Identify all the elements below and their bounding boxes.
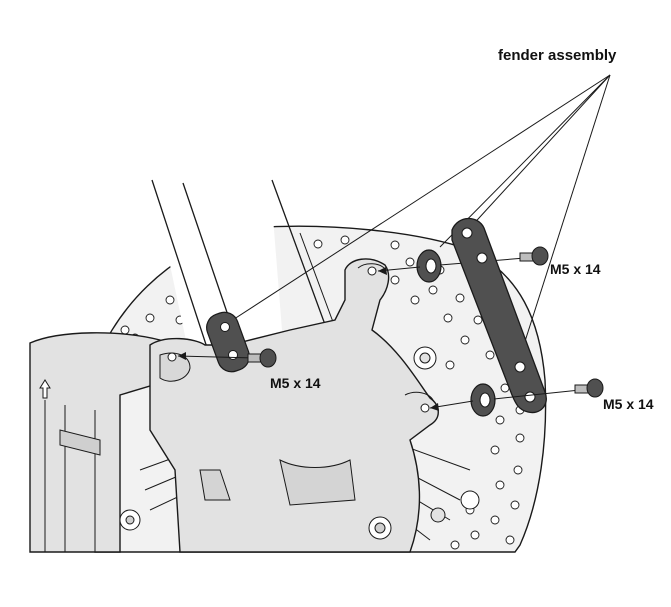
bolt-lower-right [574, 378, 604, 398]
mount-hole-lower [420, 403, 430, 413]
arrow-mark-icon [39, 379, 51, 399]
bolt-left [177, 348, 277, 368]
bolt-left-label: M5 x 14 [270, 375, 321, 391]
mount-hole-left [167, 352, 177, 362]
fender-bracket [451, 217, 547, 414]
bolt-upper-right-label: M5 x 14 [550, 261, 601, 277]
mount-hole-upper [367, 266, 377, 276]
fork-lower-mount [119, 258, 439, 553]
leader-lines [227, 74, 611, 358]
bolt-upper-right [519, 246, 549, 266]
lower-spacer [429, 383, 581, 417]
bolt-lower-right-label: M5 x 14 [603, 396, 654, 412]
upper-spacer [377, 249, 526, 283]
fender-assembly-label: fender assembly [498, 47, 617, 64]
